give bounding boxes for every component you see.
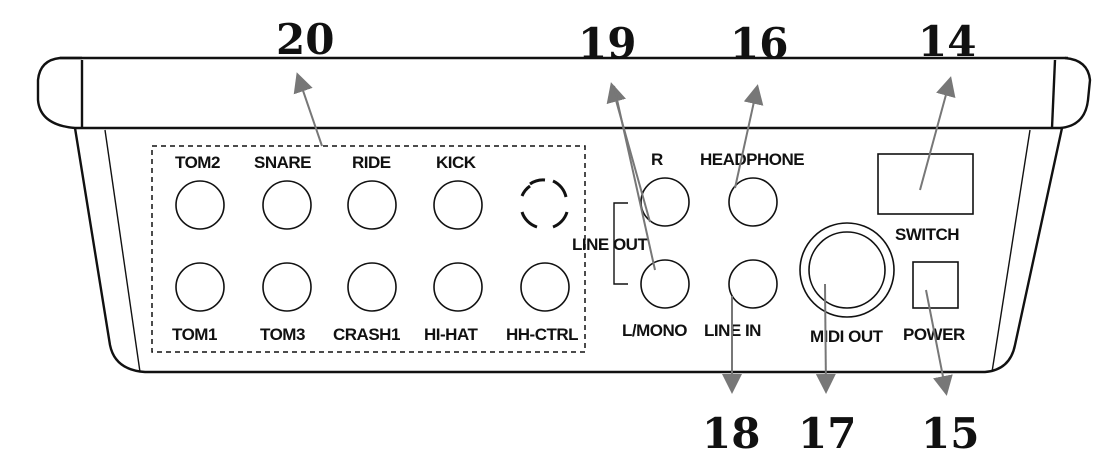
label-l-mono: L/MONO <box>622 321 687 340</box>
callout-14: 14 <box>918 17 976 66</box>
arrow-17 <box>815 283 836 394</box>
label-ride: RIDE <box>352 153 391 172</box>
callout-15: 15 <box>921 409 979 458</box>
arrow-19-l <box>613 85 656 271</box>
label-snare: SNARE <box>254 153 311 172</box>
label-tom3: TOM3 <box>260 325 305 344</box>
label-crash1: CRASH1 <box>333 325 400 344</box>
power-socket <box>912 261 959 309</box>
arrow-15 <box>925 289 953 396</box>
midi-out-port-outer <box>799 222 895 318</box>
arrow-16 <box>734 84 764 189</box>
line-out-l-mono-jack <box>640 259 690 309</box>
callout-18: 18 <box>702 409 760 458</box>
headphone-jack <box>728 177 778 227</box>
hihat-jack <box>433 262 483 312</box>
pad-inputs-group-box <box>151 145 586 353</box>
snare-jack <box>262 180 312 230</box>
label-hh-ctrl: HH-CTRL <box>506 325 578 344</box>
crash1-jack <box>347 262 397 312</box>
label-switch: SWITCH <box>895 225 959 244</box>
hh-ctrl-jack <box>520 262 570 312</box>
callout-17: 17 <box>798 409 856 458</box>
label-line-out: LINE OUT <box>572 235 648 254</box>
label-hihat: HI-HAT <box>424 325 478 344</box>
label-tom2: TOM2 <box>175 153 220 172</box>
callout-19: 19 <box>578 19 636 68</box>
label-midi-out: MIDI OUT <box>810 327 884 346</box>
callout-16: 16 <box>730 19 788 68</box>
callout-20: 20 <box>276 15 334 64</box>
line-in-jack <box>728 259 778 309</box>
line-out-bracket <box>613 202 628 285</box>
label-r: R <box>651 150 663 169</box>
label-tom1: TOM1 <box>172 325 217 344</box>
arrow-14 <box>919 76 956 191</box>
line-out-r-jack <box>640 177 690 227</box>
tom1-jack <box>175 262 225 312</box>
tom2-jack <box>175 180 225 230</box>
switch-box <box>877 153 974 215</box>
label-headphone: HEADPHONE <box>700 150 804 169</box>
label-kick: KICK <box>436 153 477 172</box>
midi-out-port-inner <box>808 231 886 309</box>
tom3-jack <box>262 262 312 312</box>
kick-jack <box>433 180 483 230</box>
ride-jack <box>347 180 397 230</box>
device-body <box>36 56 1092 374</box>
unused-jack-placeholder <box>520 178 569 229</box>
arrow-20 <box>293 72 323 147</box>
